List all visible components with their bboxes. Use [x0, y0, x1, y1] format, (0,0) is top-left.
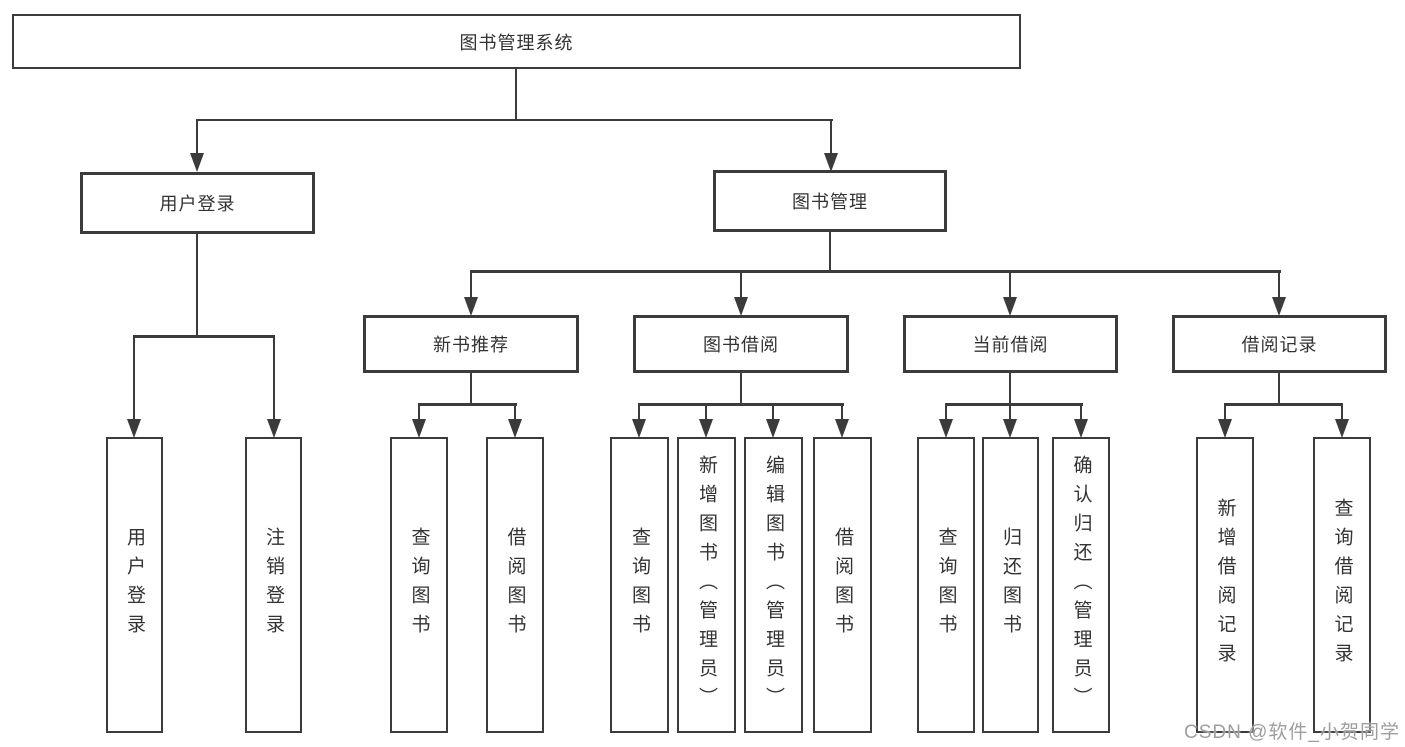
- arrow-down: [412, 419, 426, 438]
- node-book-management: 图书管理: [713, 170, 947, 232]
- node-label: 注销登录: [263, 527, 284, 643]
- leaf-query-book: 查询图书: [610, 437, 669, 733]
- connector-login-bar: [133, 335, 275, 338]
- node-label: 当前借阅: [972, 335, 1049, 355]
- connector-shaft: [133, 335, 135, 419]
- connector-bar: [1224, 403, 1343, 406]
- arrow-down: [835, 419, 849, 438]
- leaf-logout: 注销登录: [245, 437, 302, 733]
- node-label: 查询图书: [935, 527, 957, 643]
- leaf-query-borrow-record: 查询借阅记录: [1313, 437, 1371, 733]
- leaf-borrow-book: 借阅图书: [813, 437, 872, 733]
- arrow-down: [1003, 419, 1017, 438]
- arrow-down: [1335, 419, 1349, 438]
- arrow-down: [267, 419, 281, 438]
- connector-shaft: [1009, 270, 1011, 299]
- node-label: 用户登录: [159, 194, 236, 214]
- connector-shaft: [945, 403, 947, 421]
- node-label: 编辑图书（管理员）: [763, 454, 784, 716]
- arrow-down: [824, 153, 838, 172]
- node-label: 查询借阅记录: [1331, 498, 1353, 672]
- connector-shaft: [740, 270, 742, 299]
- connector-root-bar: [196, 119, 833, 121]
- arrow-down: [190, 153, 204, 172]
- connector-shaft: [705, 403, 707, 421]
- connector-shaft: [1341, 403, 1343, 421]
- leaf-add-book-admin: 新增图书（管理员）: [677, 437, 736, 733]
- arrow-down: [734, 297, 748, 316]
- leaf-query-book: 查询图书: [390, 437, 448, 733]
- connector-shaft: [1009, 403, 1011, 421]
- connector-shaft: [514, 403, 516, 421]
- connector-shaft: [772, 403, 774, 421]
- arrow-down: [1074, 419, 1088, 438]
- leaf-user-login: 用户登录: [106, 437, 163, 733]
- node-label: 图书借阅: [703, 335, 779, 355]
- leaf-add-borrow-record: 新增借阅记录: [1196, 437, 1254, 733]
- connector-mgmt-bar: [470, 270, 1281, 273]
- node-user-login: 用户登录: [80, 172, 315, 234]
- arrow-down: [939, 419, 953, 438]
- node-label: 借阅图书: [504, 527, 526, 643]
- connector-bar: [945, 403, 1083, 406]
- node-label: 借阅记录: [1241, 335, 1318, 355]
- connector-shaft: [841, 403, 843, 421]
- leaf-borrow-book: 借阅图书: [486, 437, 544, 733]
- leaf-return-book: 归还图书: [982, 437, 1039, 733]
- arrow-down: [127, 419, 141, 438]
- connector-shaft: [638, 403, 640, 421]
- connector-stub: [1278, 372, 1280, 405]
- connector-bar: [638, 403, 844, 406]
- connector-shaft: [1224, 403, 1226, 421]
- node-new-book-recommend: 新书推荐: [363, 315, 579, 373]
- arrow-down: [464, 297, 478, 316]
- connector-shaft: [418, 403, 420, 421]
- node-borrow-records: 借阅记录: [1172, 315, 1387, 373]
- connector-stub: [740, 372, 742, 405]
- node-label: 查询图书: [408, 527, 430, 643]
- node-current-borrow: 当前借阅: [903, 315, 1118, 373]
- leaf-confirm-return-admin: 确认归还（管理员）: [1052, 437, 1110, 733]
- connector-shaft: [470, 270, 472, 299]
- connector-shaft: [196, 119, 198, 155]
- csdn-watermark: CSDN @软件_小贺同学: [1184, 722, 1400, 743]
- arrow-down: [766, 419, 780, 438]
- node-label: 用户登录: [124, 527, 145, 643]
- connector-stub: [1009, 372, 1011, 405]
- leaf-query-book: 查询图书: [917, 437, 975, 733]
- connector-login-stub: [196, 233, 198, 337]
- arrow-down: [1218, 419, 1232, 438]
- connector-shaft: [1278, 270, 1280, 299]
- arrow-down: [1272, 297, 1286, 316]
- connector-bar: [418, 403, 517, 406]
- node-book-borrow: 图书借阅: [633, 315, 849, 373]
- node-label: 归还图书: [1000, 527, 1021, 643]
- node-label: 图书管理: [792, 192, 868, 212]
- node-label: 图书管理系统: [459, 32, 574, 53]
- connector-shaft: [830, 119, 832, 155]
- arrow-down: [508, 419, 522, 438]
- arrow-down: [1003, 297, 1017, 316]
- node-label: 新增借阅记录: [1214, 498, 1236, 672]
- node-book-management-system: 图书管理系统: [12, 14, 1021, 69]
- leaf-edit-book-admin: 编辑图书（管理员）: [744, 437, 803, 733]
- node-label: 查询图书: [629, 527, 650, 643]
- arrow-down: [632, 419, 646, 438]
- connector-stub: [470, 372, 472, 405]
- node-label: 新增图书（管理员）: [696, 454, 717, 716]
- connector-mgmt-stub: [829, 231, 831, 272]
- connector-shaft: [273, 335, 275, 419]
- node-label: 确认归还（管理员）: [1070, 454, 1092, 716]
- connector-root-stub: [515, 69, 517, 121]
- connector-shaft: [1080, 403, 1082, 421]
- arrow-down: [699, 419, 713, 438]
- node-label: 借阅图书: [832, 527, 853, 643]
- node-label: 新书推荐: [433, 335, 509, 355]
